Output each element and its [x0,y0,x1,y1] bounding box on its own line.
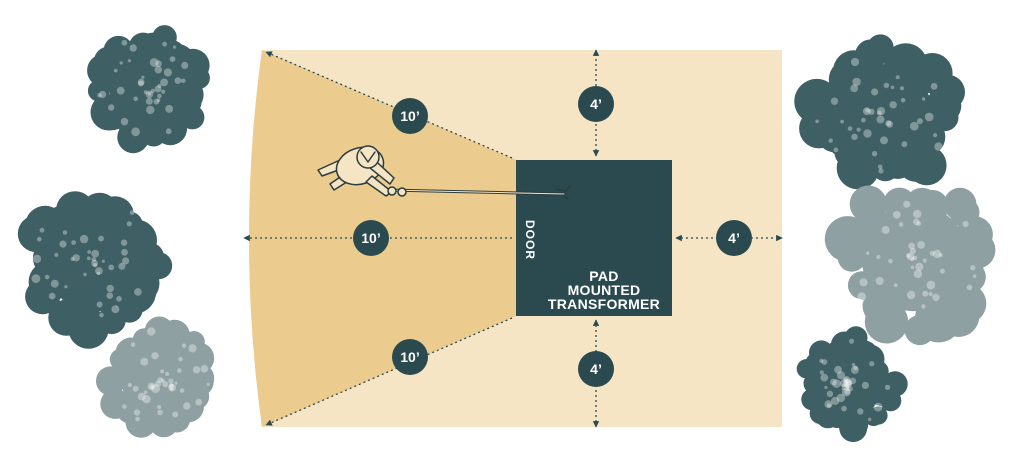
dimension-label: 10’ [361,230,380,246]
tree-icon [17,191,173,349]
dimension-label: 4’ [590,96,602,112]
dimension-label: 10’ [400,349,419,365]
transformer-label-line-1: PAD [589,268,618,284]
tree-icon [87,25,210,154]
tree-icon [796,326,908,443]
dimension-badge-front-top: 10’ [392,98,428,134]
lineworker-with-hot-stick-icon [317,145,571,200]
dimension-badge-side-top: 4’ [578,86,614,122]
trees [17,25,996,443]
dimension-label: 10’ [400,108,419,124]
dimension-label: 4’ [728,230,740,246]
transformer-label-line-3: TRANSFORMER [548,296,660,312]
transformer-label-line-2: MOUNTED [568,282,641,298]
dimension-label: 4’ [590,361,602,377]
pad-mounted-transformer [516,160,672,316]
tree-icon [824,185,996,346]
dimension-badge-front-bottom: 10’ [392,339,428,375]
dimension-badge-side-bottom: 4’ [578,351,614,387]
dimension-badge-side-right: 4’ [716,220,752,256]
door-label: DOOR [523,220,537,260]
tree-icon [794,34,966,190]
dimension-badge-front-center: 10’ [353,220,389,256]
tree-icon [96,316,215,438]
